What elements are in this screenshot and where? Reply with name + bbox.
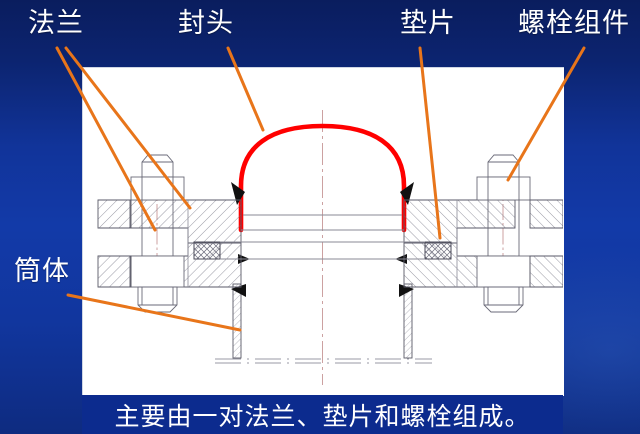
caption-text: 主要由一对法兰、垫片和螺栓组成。 <box>114 403 531 431</box>
label-bolt-assembly: 螺栓组件 <box>518 8 630 38</box>
label-shell: 筒体 <box>14 256 70 286</box>
label-flange: 法兰 <box>28 8 84 38</box>
label-gasket: 垫片 <box>400 8 456 38</box>
label-head: 封头 <box>178 8 234 38</box>
caption-bar: 主要由一对法兰、垫片和螺栓组成。 <box>82 395 563 434</box>
drawing-panel <box>82 67 564 396</box>
